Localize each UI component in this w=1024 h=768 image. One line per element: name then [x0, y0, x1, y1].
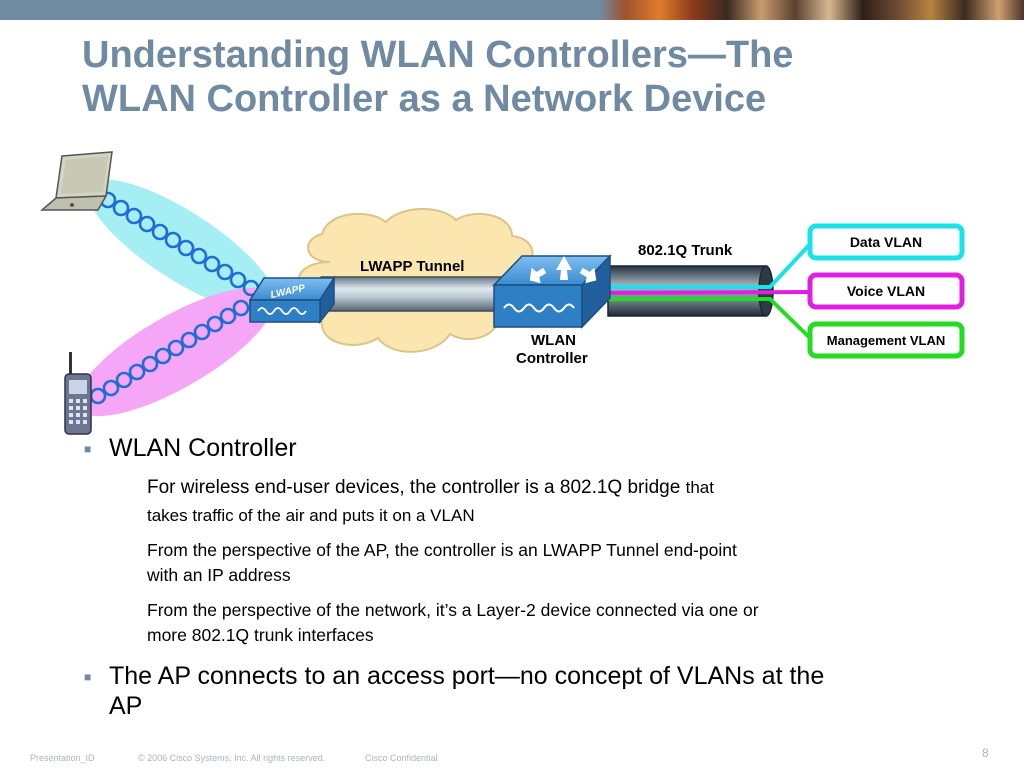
tunnel-label: LWAPP Tunnel	[360, 258, 464, 275]
sub-bullet-3-line-2: more 802.1Q trunk interfaces	[147, 625, 374, 645]
management-vlan-label: Management VLAN	[827, 333, 945, 348]
slide-title-line-1: Understanding WLAN Controllers—The	[82, 34, 794, 76]
page-number: 8	[982, 746, 989, 760]
voice-vlan-box: Voice VLAN	[807, 272, 965, 310]
radio-coil-lower	[89, 299, 250, 405]
data-vlan-box: Data VLAN	[807, 223, 965, 261]
controller-label-line-1: WLAN	[531, 332, 576, 349]
controller-icon	[492, 254, 612, 329]
laptop-icon	[39, 151, 113, 211]
data-vlan-line	[578, 240, 814, 289]
bullet-1: WLAN Controller	[109, 434, 297, 462]
management-vlan-box: Management VLAN	[807, 321, 965, 359]
footer-presentation-id: Presentation_ID	[30, 753, 95, 763]
phone-icon	[64, 352, 92, 435]
sub-bullet-1: For wireless end-user devices, the contr…	[147, 476, 947, 500]
sub-bullet-1-small: that	[685, 478, 714, 497]
network-diagram: LWAPP Tunnel 802.1Q Trunk LWAPP WLAN Con…	[39, 151, 965, 435]
sub-bullet-2: From the perspective of the AP, the cont…	[147, 540, 737, 560]
banner-photo-strip	[600, 0, 1024, 20]
bullet-marker-1: ■	[84, 442, 92, 456]
access-point-icon	[248, 275, 336, 325]
sub-bullet-1-line-2: takes traffic of the air and puts it on …	[147, 506, 475, 525]
bullet-2-line-2: AP	[109, 692, 143, 720]
slide-title-line-2: WLAN Controller as a Network Device	[82, 78, 767, 120]
radio-coil-upper	[99, 191, 260, 297]
footer-confidential: Cisco Confidential	[365, 753, 438, 763]
magenta-radio-beam	[76, 287, 274, 417]
sub-bullet-3: From the perspective of the network, it’…	[147, 600, 759, 620]
controller-label-line-2: Controller	[516, 350, 588, 367]
sub-bullet-2-line-2: with an IP address	[147, 565, 291, 585]
bullet-2: The AP connects to an access port—no con…	[109, 662, 825, 690]
lwapp-tunnel	[315, 276, 505, 312]
trunk-label: 802.1Q Trunk	[638, 242, 733, 259]
management-vlan-line	[578, 297, 814, 342]
sub-bullet-1-text: For wireless end-user devices, the contr…	[147, 477, 686, 498]
voice-vlan-label: Voice VLAN	[847, 283, 925, 299]
footer-copyright: © 2006 Cisco Systems, Inc. All rights re…	[138, 753, 326, 763]
slide-title: Understanding WLAN Controllers—The WLAN …	[82, 33, 982, 121]
voice-vlan-line	[577, 290, 813, 295]
data-vlan-label: Data VLAN	[850, 234, 922, 250]
bullet-marker-2: ■	[84, 670, 92, 684]
